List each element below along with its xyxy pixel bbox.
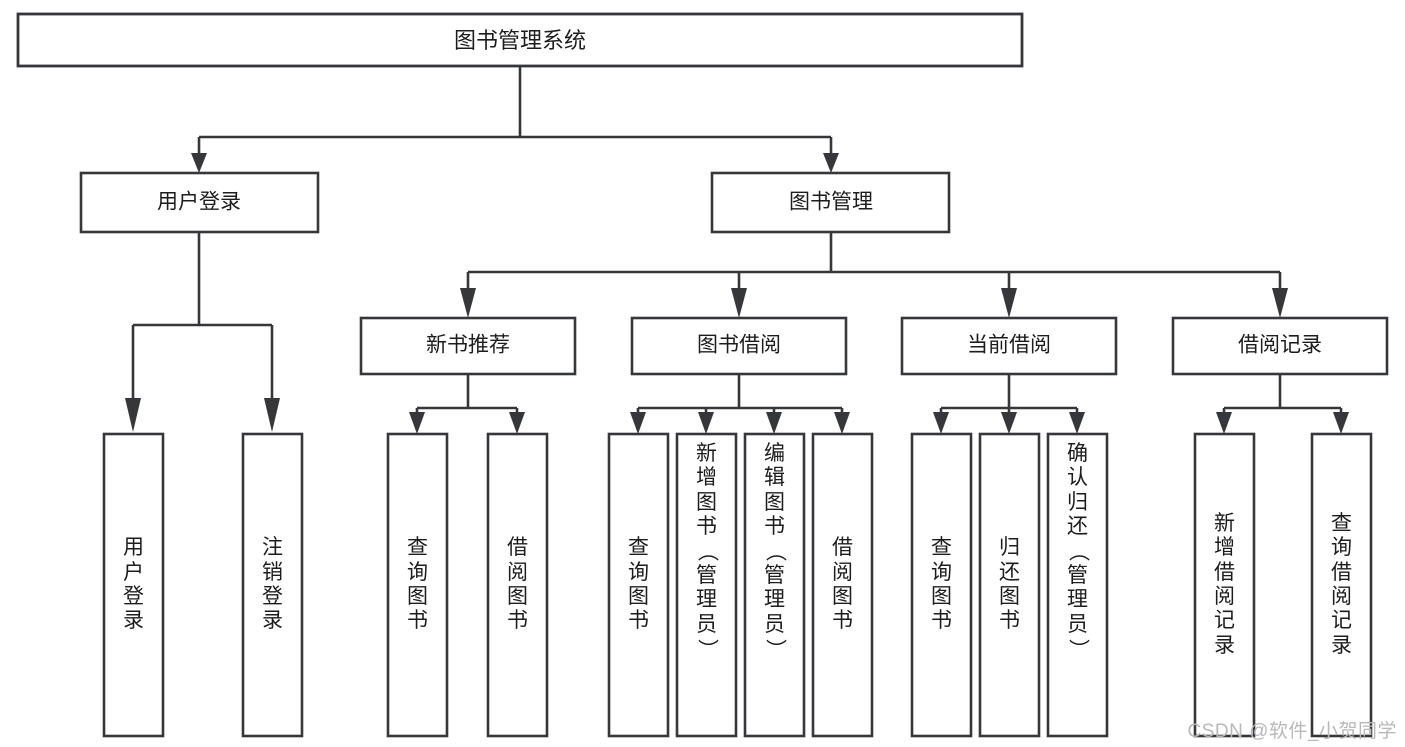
node-leaf-query-book-2[interactable] bbox=[607, 432, 670, 738]
node-leaf-add-record[interactable] bbox=[1193, 432, 1256, 738]
node-leaf-borrow-book-2[interactable] bbox=[811, 432, 874, 738]
node-leaf-user-login[interactable] bbox=[102, 432, 165, 738]
node-user-login[interactable]: 用户登录 bbox=[79, 171, 320, 234]
node-leaf-edit-book[interactable] bbox=[743, 432, 806, 738]
csdn-watermark: CSDN @软件_小贺同学 bbox=[1187, 721, 1397, 742]
node-leaf-return-book[interactable] bbox=[978, 432, 1041, 738]
connector-root-to-level1 bbox=[191, 66, 839, 173]
node-root[interactable]: 图书管理系统 bbox=[16, 12, 1024, 68]
node-leaf-add-book[interactable] bbox=[675, 432, 738, 738]
connector-newbook-to-leaves bbox=[409, 374, 525, 434]
node-new-book-recommend-label: 新书推荐 bbox=[426, 334, 510, 357]
node-borrow-record[interactable]: 借阅记录 bbox=[1171, 316, 1389, 376]
node-book-borrow-label: 图书借阅 bbox=[697, 334, 781, 357]
node-root-label: 图书管理系统 bbox=[454, 28, 586, 53]
node-book-manage[interactable]: 图书管理 bbox=[710, 171, 951, 234]
connector-bookborrow-to-leaves bbox=[630, 374, 850, 434]
node-new-book-recommend[interactable]: 新书推荐 bbox=[359, 316, 577, 376]
node-borrow-record-label: 借阅记录 bbox=[1238, 334, 1322, 357]
node-book-manage-label: 图书管理 bbox=[789, 191, 873, 214]
node-book-borrow[interactable]: 图书借阅 bbox=[630, 316, 848, 376]
node-leaf-user-logout[interactable] bbox=[241, 432, 304, 738]
node-leaf-borrow-book-1[interactable] bbox=[486, 432, 549, 738]
node-leaf-query-record[interactable] bbox=[1310, 432, 1373, 738]
connector-borrowrecord-to-leaves bbox=[1216, 374, 1349, 434]
node-current-borrow[interactable]: 当前借阅 bbox=[900, 316, 1118, 376]
connector-userlogin-to-leaves bbox=[125, 232, 280, 432]
node-user-login-label: 用户登录 bbox=[157, 191, 241, 214]
node-leaf-query-book-1[interactable] bbox=[386, 432, 449, 738]
node-leaf-query-book-3[interactable] bbox=[910, 432, 973, 738]
node-current-borrow-label: 当前借阅 bbox=[967, 334, 1051, 357]
node-leaf-confirm-return[interactable] bbox=[1046, 432, 1109, 738]
connector-currentborrow-to-leaves bbox=[933, 374, 1085, 434]
connector-bookmanage-to-level2 bbox=[460, 232, 1288, 318]
